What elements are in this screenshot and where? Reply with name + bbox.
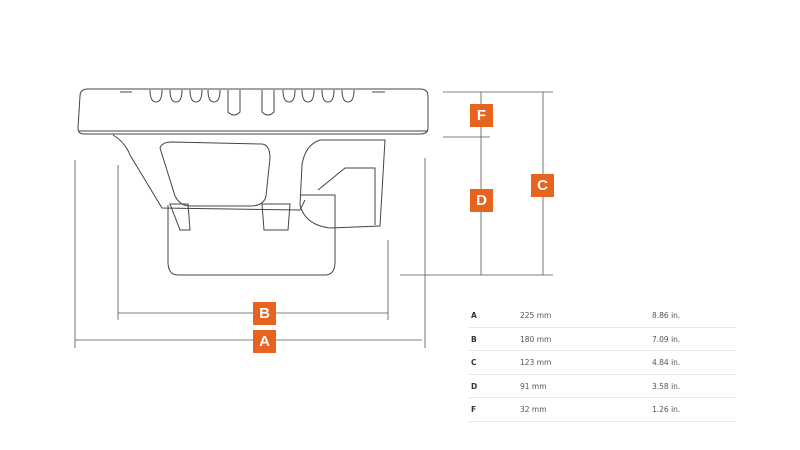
dimension-label-a: A [253, 330, 276, 353]
dimension-key: F [471, 405, 477, 414]
dimension-mm: 180 mm [520, 334, 552, 344]
table-row: A 225 mm 8.86 in. [468, 304, 736, 328]
dimension-mm: 91 mm [520, 381, 547, 391]
dimension-in: 4.84 in. [652, 358, 681, 367]
dimension-table: A 225 mm 8.86 in. B 180 mm 7.09 in. C 123 mm 4… [468, 304, 736, 422]
dimension-label-b: B [253, 302, 276, 325]
table-row: F 32 mm 1.26 in. [468, 398, 736, 422]
dimension-label-f: F [470, 104, 493, 127]
dimension-label-c: C [531, 174, 554, 197]
dimension-in: 1.26 in. [652, 405, 681, 414]
table-row: B 180 mm 7.09 in. [468, 328, 736, 351]
dimension-label-d: D [470, 189, 493, 212]
dimension-in: 3.58 in. [652, 381, 681, 391]
dimension-key: C [471, 358, 477, 367]
table-row: C 123 mm 4.84 in. [468, 351, 736, 375]
dimension-in: 8.86 in. [652, 311, 681, 320]
dimension-key: A [471, 311, 477, 320]
dimension-in: 7.09 in. [652, 334, 681, 344]
dimension-mm: 225 mm [520, 311, 552, 320]
dimension-key: B [471, 334, 477, 344]
speaker-outline [77, 88, 429, 276]
dimension-mm: 32 mm [520, 405, 547, 414]
table-row: D 91 mm 3.58 in. [468, 375, 736, 398]
dimension-key: D [471, 381, 478, 391]
dimension-mm: 123 mm [520, 358, 552, 367]
